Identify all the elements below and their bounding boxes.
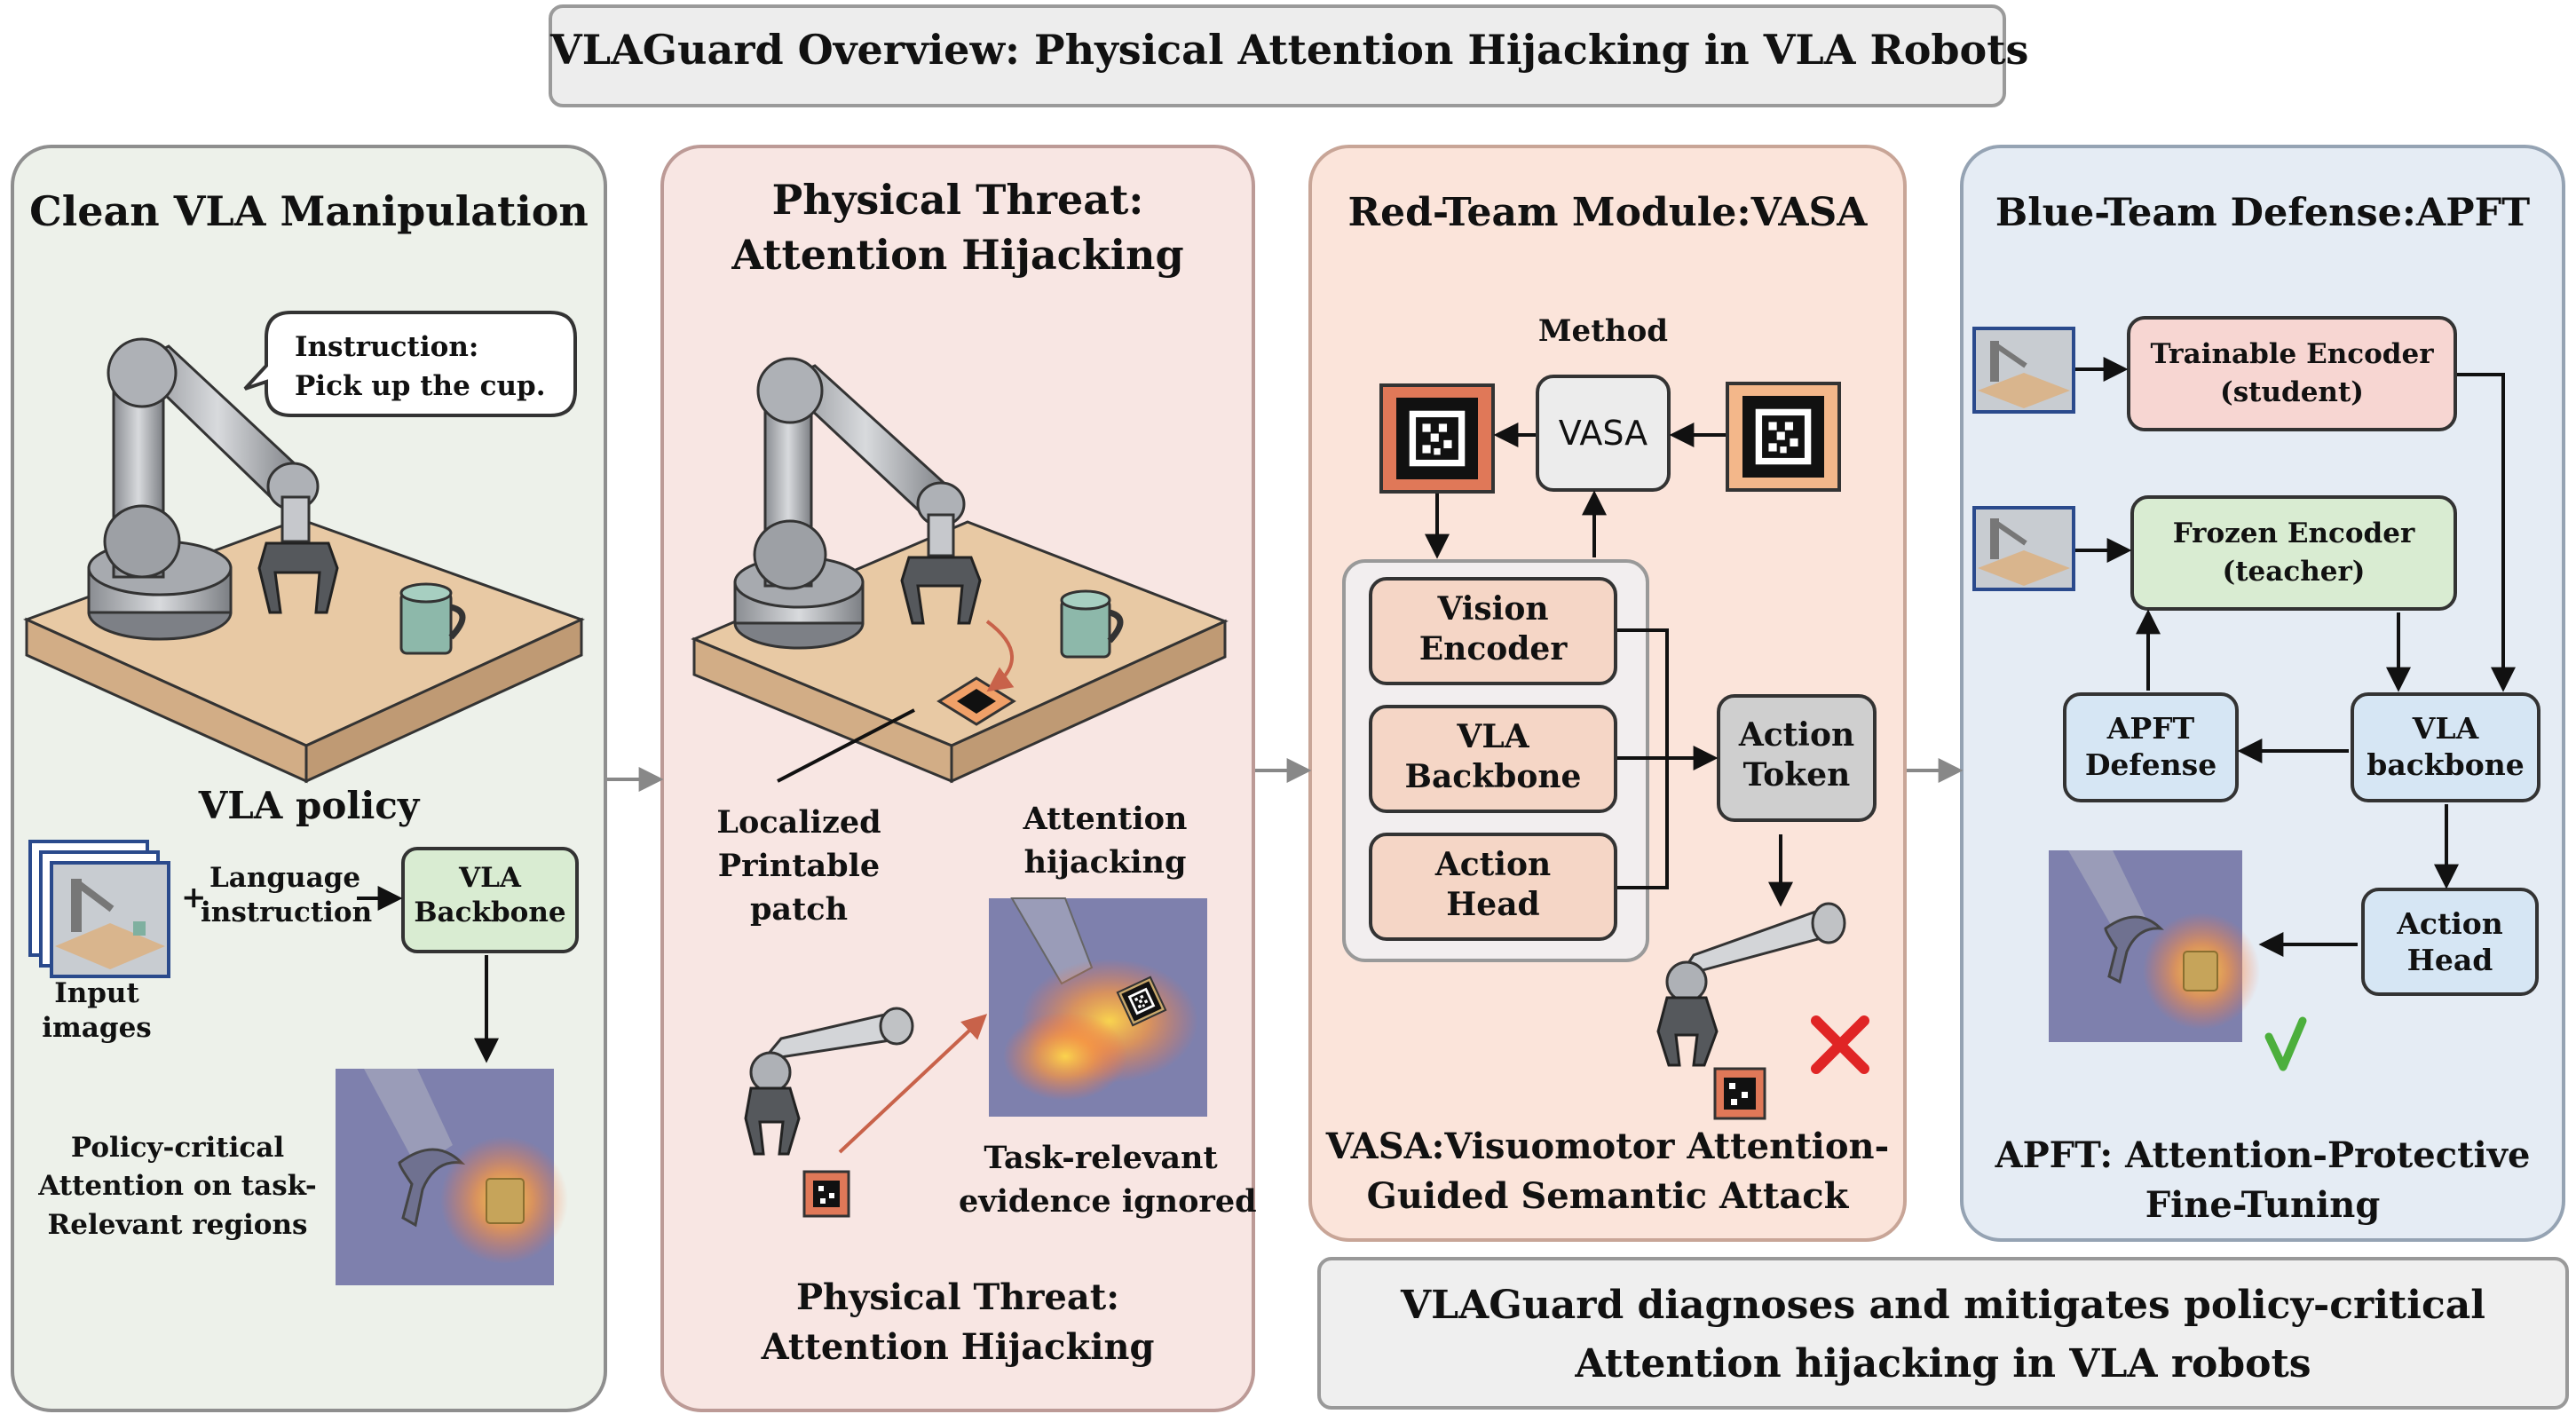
threat-robot-scene [691, 357, 1229, 784]
hijack-attention-map [989, 897, 1207, 1117]
clean-backbone-box [401, 847, 579, 953]
vasa-label: VASA [1558, 414, 1648, 453]
apft-defense-box [2063, 692, 2239, 802]
plus-sign: + [181, 880, 207, 915]
blue-action-head-box [2361, 888, 2539, 996]
clean-panel-title: Clean VLA Manipulation [29, 187, 589, 235]
page-title: VLAGuard Overview: Physical Attention Hi… [550, 26, 2029, 74]
student-input-image [1972, 327, 2075, 414]
arrow-student-to-backbone [2457, 373, 2516, 692]
summary-box [1317, 1257, 2569, 1410]
trainable-encoder-box [2127, 316, 2457, 431]
adv-patch-input-marker [1742, 396, 1824, 478]
instruction-bubble [243, 311, 577, 417]
method-label: Method [1537, 313, 1669, 349]
threat-panel-title: Physical Threat:Attention Hijacking [731, 176, 1184, 280]
clean-attention-map [336, 1069, 568, 1285]
success-check-icon [2264, 1016, 2307, 1071]
input-images-stack [28, 840, 170, 978]
frozen-encoder-box [2130, 495, 2457, 611]
adv-patch-output-marker [1396, 398, 1478, 479]
instruction-line1: Instruction: [295, 331, 479, 363]
vasa-box [1536, 375, 1671, 492]
frozen-encoder-label: Frozen Encoder(teacher) [2172, 517, 2415, 589]
vision-encoder-box [1369, 577, 1617, 685]
defended-attention-map [2049, 850, 2260, 1042]
redteam-panel-title: Red-Team Module:VASA [1347, 190, 1868, 235]
instruction-line2: Pick up the cup. [295, 370, 546, 402]
red-vla-backbone-box [1369, 705, 1617, 813]
threat-small-arm [744, 1007, 988, 1218]
action-token-box [1717, 694, 1877, 822]
title-box [549, 4, 2006, 107]
teacher-input-image [1972, 506, 2075, 591]
blue-vla-backbone-box [2351, 692, 2540, 802]
summary-text: VLAGuard diagnoses and mitigates policy-… [1401, 1283, 2485, 1386]
threat-bottom-title: Physical Threat:Attention Hijacking [761, 1276, 1155, 1368]
clean-robot-scene [23, 337, 585, 784]
blueteam-panel-title: Blue-Team Defense:APFT [1995, 191, 2531, 235]
policy-title: VLA policy [198, 784, 420, 827]
red-attacked-arm [1656, 902, 1846, 1120]
fail-cross-icon [1811, 1015, 1869, 1074]
red-action-head-box [1369, 833, 1617, 941]
trainable-encoder-label: Trainable Encoder(student) [2150, 338, 2434, 409]
vasa-caption: VASA:Visuomotor Attention-Guided Semanti… [1325, 1126, 1890, 1217]
